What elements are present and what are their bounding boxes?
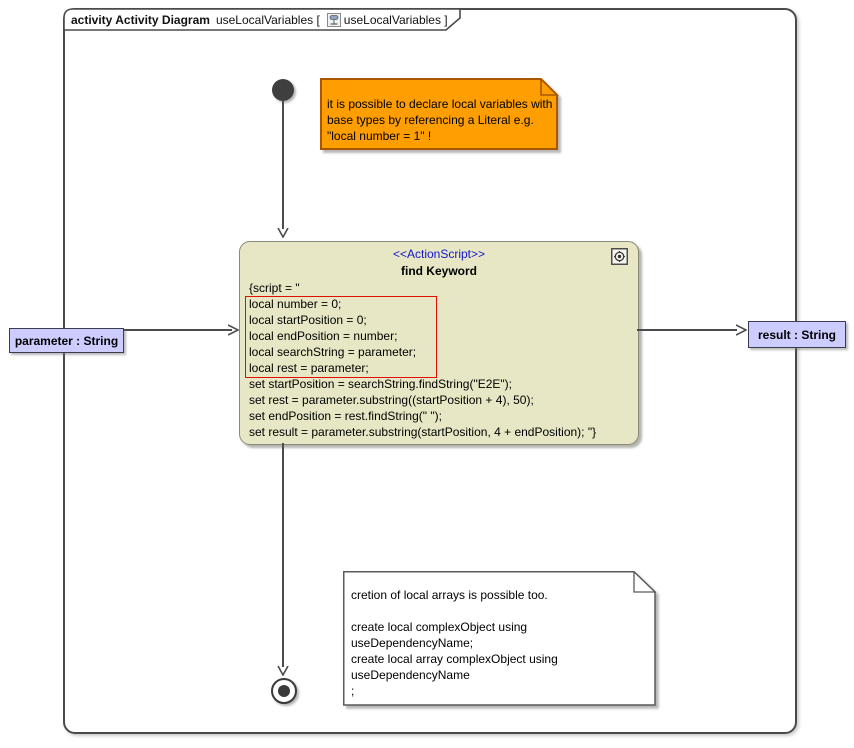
control-flow-initial-to-action[interactable] xyxy=(282,101,284,229)
arrowhead-right-icon xyxy=(228,324,239,336)
arrowhead-down-icon xyxy=(277,666,289,676)
frame-title: activity Activity Diagram useLocalVariab… xyxy=(71,9,452,30)
activity-parameter-output-label: result : String xyxy=(757,327,836,342)
object-flow-parameter-to-action[interactable] xyxy=(122,329,232,331)
object-flow-action-to-result[interactable] xyxy=(637,329,737,331)
action-stereotype: <<ActionScript>> xyxy=(392,247,486,261)
activity-diagram-icon xyxy=(326,12,341,27)
action-find-keyword[interactable]: <<ActionScript>> find Keyword {script = … xyxy=(239,241,639,445)
note-local-variables[interactable] xyxy=(320,78,559,151)
arrowhead-down-icon xyxy=(277,228,289,238)
local-variables-highlight-box xyxy=(245,296,437,378)
arrowhead-right-icon xyxy=(736,324,747,336)
control-flow-action-to-final[interactable] xyxy=(282,443,284,667)
final-node[interactable] xyxy=(271,678,297,704)
action-name: find Keyword xyxy=(400,264,477,278)
note-local-variables-text: it is possible to declare local variable… xyxy=(327,97,553,143)
note-local-arrays-text: cretion of local arrays is possible too.… xyxy=(351,588,558,698)
frame-title-tab[interactable] xyxy=(63,8,463,31)
final-node-inner xyxy=(278,685,290,697)
frame-title-suffix: useLocalVariables ] xyxy=(343,12,448,27)
activity-parameter-output[interactable]: result : String xyxy=(748,321,846,348)
initial-node[interactable] xyxy=(272,79,294,101)
action-script: {script = " local number = 0; local star… xyxy=(249,281,597,439)
activity-parameter-input-label: parameter : String xyxy=(14,333,119,348)
frame-title-keyword: activity Activity Diagram xyxy=(71,12,210,27)
gear-behavior-icon xyxy=(611,248,628,270)
frame-title-name: useLocalVariables [ xyxy=(215,12,320,27)
note-local-arrays[interactable] xyxy=(343,571,656,706)
activity-parameter-input[interactable]: parameter : String xyxy=(9,328,124,353)
